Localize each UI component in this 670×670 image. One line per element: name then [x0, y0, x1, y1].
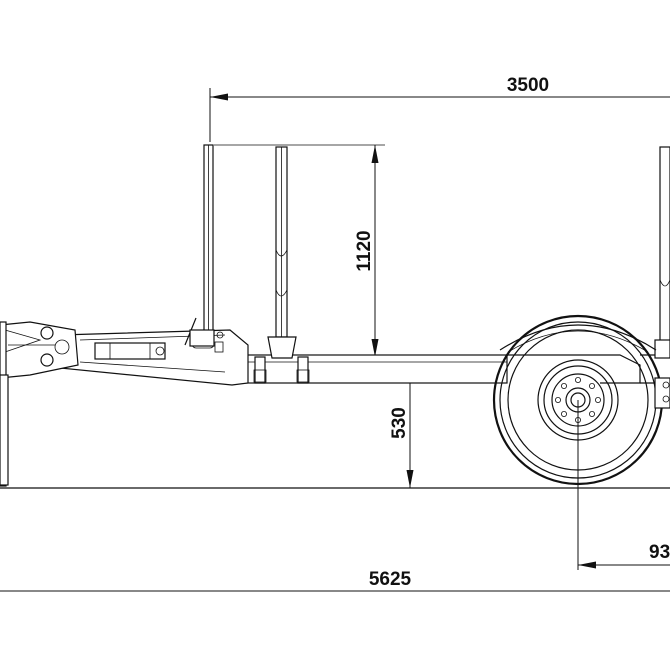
- dimension-axle-offset-label: 93: [649, 542, 670, 563]
- dimension-overall-length: 5625: [0, 569, 670, 592]
- rear-light: [654, 377, 670, 409]
- drawbar: [0, 321, 249, 487]
- dimension-stake-height: 1120: [214, 144, 385, 357]
- dimension-axle-offset: 93: [577, 400, 670, 570]
- rear-stake: [654, 146, 670, 359]
- wheel-bolts: [555, 376, 602, 423]
- middle-stake: [253, 146, 310, 384]
- trailer-frame: [244, 354, 670, 384]
- dimension-overall-length-label: 5625: [369, 569, 412, 590]
- dimension-stake-height-label: 1120: [354, 230, 375, 271]
- dimension-frame-height-label: 530: [389, 407, 410, 439]
- dimension-load-length: 3500: [209, 75, 670, 142]
- dimension-load-length-label: 3500: [507, 75, 549, 96]
- front-stake: [184, 144, 224, 353]
